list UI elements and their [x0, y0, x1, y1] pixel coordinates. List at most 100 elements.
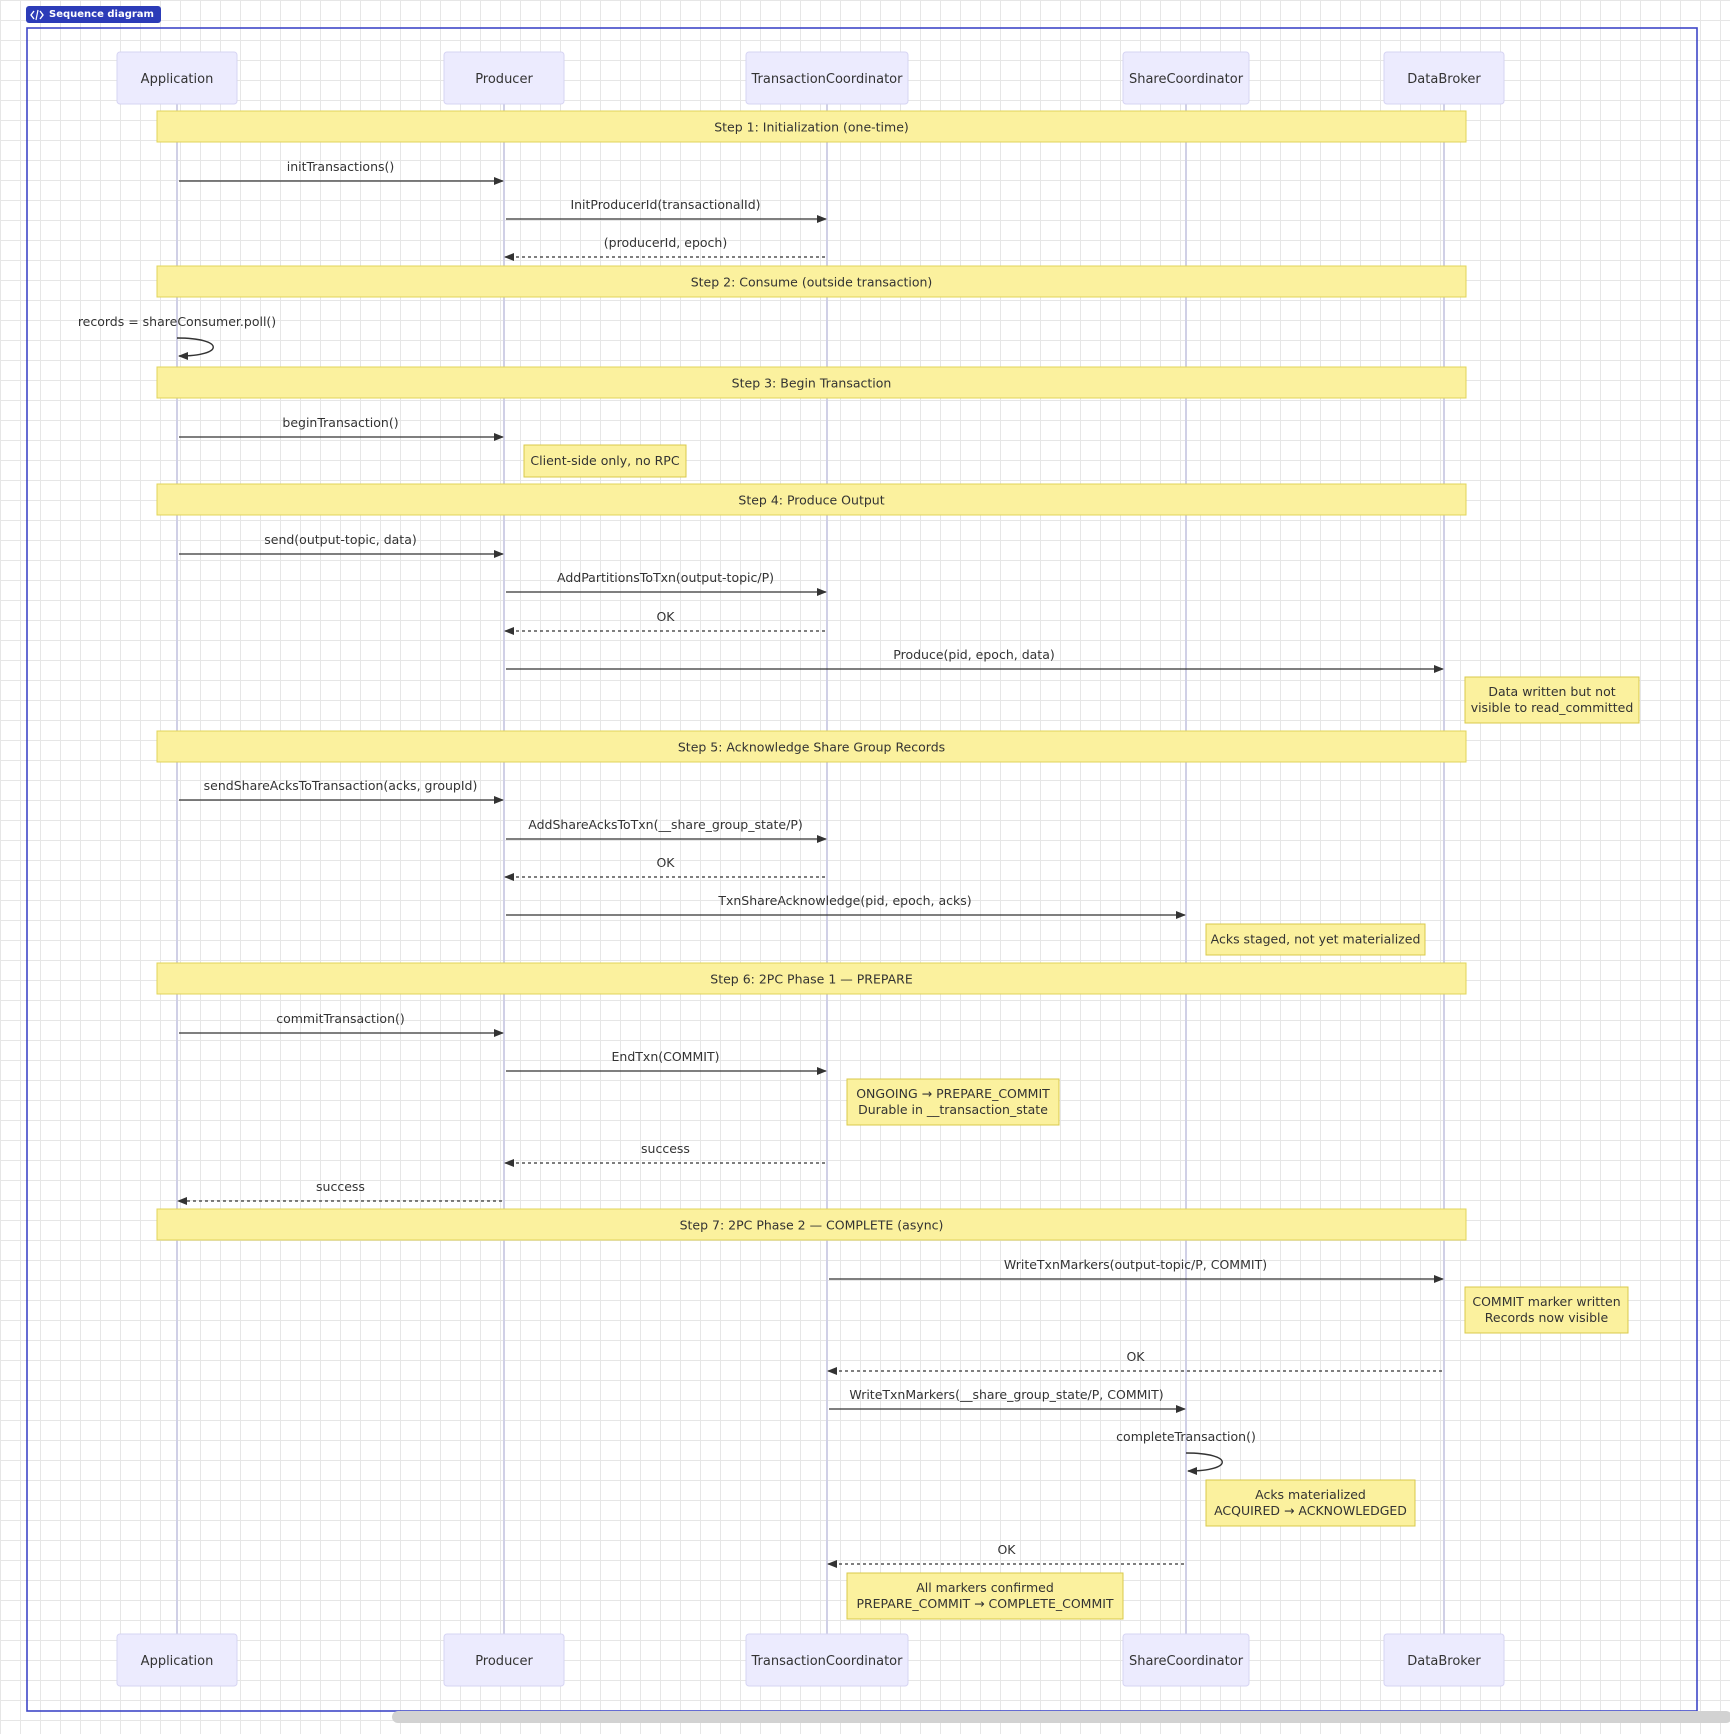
note-line: Acks staged, not yet materialized — [1211, 932, 1421, 947]
message-label: OK — [1126, 1349, 1145, 1364]
actor-box — [116, 51, 238, 105]
message-label: success — [316, 1179, 365, 1194]
note-rect — [523, 444, 687, 478]
section-rect — [156, 110, 1467, 143]
message-22: OK — [827, 1542, 1184, 1568]
sequence-diagram-badge[interactable]: Sequence diagram — [26, 6, 161, 23]
section-label: Step 3: Begin Transaction — [732, 376, 892, 391]
self-message-arrow — [176, 337, 214, 360]
message-10: sendShareAcksToTransaction(acks, groupId… — [179, 778, 504, 804]
actor-box — [1122, 1633, 1250, 1687]
code-icon — [30, 9, 44, 20]
badge-label: Sequence diagram — [49, 9, 154, 20]
actor-label: Producer — [475, 1654, 533, 1669]
note-3: Acks staged, not yet materialized — [1205, 923, 1426, 956]
message-18: WriteTxnMarkers(output-topic/P, COMMIT) — [829, 1257, 1444, 1283]
actor-label: Application — [141, 72, 214, 87]
section-band-step-7: Step 7: 2PC Phase 2 — COMPLETE (async) — [156, 1208, 1467, 1241]
note-line: Records now visible — [1485, 1310, 1609, 1325]
message-9: Produce(pid, epoch, data) — [506, 647, 1444, 673]
section-rect — [156, 962, 1467, 995]
actor-tc-bottom[interactable]: TransactionCoordinator — [745, 1633, 909, 1687]
actor-box — [745, 51, 909, 105]
actor-label: TransactionCoordinator — [751, 72, 904, 87]
note-line: PREPARE_COMMIT → COMPLETE_COMMIT — [856, 1596, 1113, 1611]
horizontal-scrollbar[interactable] — [392, 1711, 1730, 1723]
message-1: initTransactions() — [179, 159, 504, 185]
note-line: Acks materialized — [1255, 1487, 1366, 1502]
note-line: Durable in __transaction_state — [858, 1102, 1048, 1117]
section-band-step-1: Step 1: Initialization (one-time) — [156, 110, 1467, 143]
actor-box — [116, 1633, 238, 1687]
section-band-step-4: Step 4: Produce Output — [156, 483, 1467, 516]
message-label: OK — [997, 1542, 1016, 1557]
message-19: OK — [827, 1349, 1442, 1375]
message-17: success — [177, 1179, 502, 1205]
actor-db-bottom[interactable]: DataBroker — [1383, 1633, 1505, 1687]
actor-app-bottom[interactable]: Application — [116, 1633, 238, 1687]
actor-prod-top[interactable]: Producer — [443, 51, 565, 105]
message-label: Produce(pid, epoch, data) — [893, 647, 1054, 662]
actor-box — [1122, 51, 1250, 105]
message-label: beginTransaction() — [282, 415, 398, 430]
actor-label: Application — [141, 1654, 214, 1669]
message-14: commitTransaction() — [179, 1011, 504, 1037]
message-5: beginTransaction() — [179, 415, 504, 441]
message-label: (producerId, epoch) — [604, 235, 727, 250]
actor-label: ShareCoordinator — [1129, 1654, 1244, 1669]
note-line: Client-side only, no RPC — [530, 453, 679, 468]
message-20: WriteTxnMarkers(__share_group_state/P, C… — [829, 1387, 1186, 1413]
section-band-step-5: Step 5: Acknowledge Share Group Records — [156, 730, 1467, 763]
section-label: Step 6: 2PC Phase 1 — PREPARE — [710, 972, 913, 987]
message-label: sendShareAcksToTransaction(acks, groupId… — [204, 778, 478, 793]
note-line: ACQUIRED → ACKNOWLEDGED — [1214, 1503, 1407, 1518]
self-message-arrow — [1185, 1452, 1223, 1475]
actor-sc-top[interactable]: ShareCoordinator — [1122, 51, 1250, 105]
message-13: TxnShareAcknowledge(pid, epoch, acks) — [506, 893, 1186, 919]
note-rect — [1205, 1479, 1416, 1527]
actor-box — [443, 1633, 565, 1687]
actor-app-top[interactable]: Application — [116, 51, 238, 105]
actor-label: DataBroker — [1407, 72, 1481, 87]
actor-label: ShareCoordinator — [1129, 72, 1244, 87]
message-label: EndTxn(COMMIT) — [612, 1049, 720, 1064]
section-rect — [156, 730, 1467, 763]
note-rect — [846, 1078, 1060, 1126]
message-label: AddPartitionsToTxn(output-topic/P) — [557, 570, 774, 585]
section-label: Step 5: Acknowledge Share Group Records — [678, 740, 945, 755]
actor-box — [745, 1633, 909, 1687]
note-line: COMMIT marker written — [1472, 1294, 1620, 1309]
message-12: OK — [504, 855, 825, 881]
section-rect — [156, 366, 1467, 399]
actor-tc-top[interactable]: TransactionCoordinator — [745, 51, 909, 105]
message-4: records = shareConsumer.poll() — [78, 314, 276, 360]
message-6: send(output-topic, data) — [179, 532, 504, 558]
actor-box — [1383, 1633, 1505, 1687]
message-label: WriteTxnMarkers(output-topic/P, COMMIT) — [1004, 1257, 1267, 1272]
section-band-step-6: Step 6: 2PC Phase 1 — PREPARE — [156, 962, 1467, 995]
message-11: AddShareAcksToTxn(__share_group_state/P) — [506, 817, 827, 843]
message-7: AddPartitionsToTxn(output-topic/P) — [506, 570, 827, 596]
note-rect — [1464, 1286, 1629, 1334]
actor-label: Producer — [475, 72, 533, 87]
actor-label: TransactionCoordinator — [751, 1654, 904, 1669]
message-label: OK — [656, 855, 675, 870]
note-1: Client-side only, no RPC — [523, 444, 687, 478]
message-2: InitProducerId(transactionalId) — [506, 197, 827, 223]
message-label: success — [641, 1141, 690, 1156]
note-rect — [1205, 923, 1426, 956]
message-label: send(output-topic, data) — [264, 532, 416, 547]
actor-box — [443, 51, 565, 105]
actor-db-top[interactable]: DataBroker — [1383, 51, 1505, 105]
message-label: records = shareConsumer.poll() — [78, 314, 276, 329]
section-rect — [156, 1208, 1467, 1241]
message-3: (producerId, epoch) — [504, 235, 825, 261]
actor-sc-bottom[interactable]: ShareCoordinator — [1122, 1633, 1250, 1687]
actor-prod-bottom[interactable]: Producer — [443, 1633, 565, 1687]
section-label: Step 4: Produce Output — [738, 493, 884, 508]
